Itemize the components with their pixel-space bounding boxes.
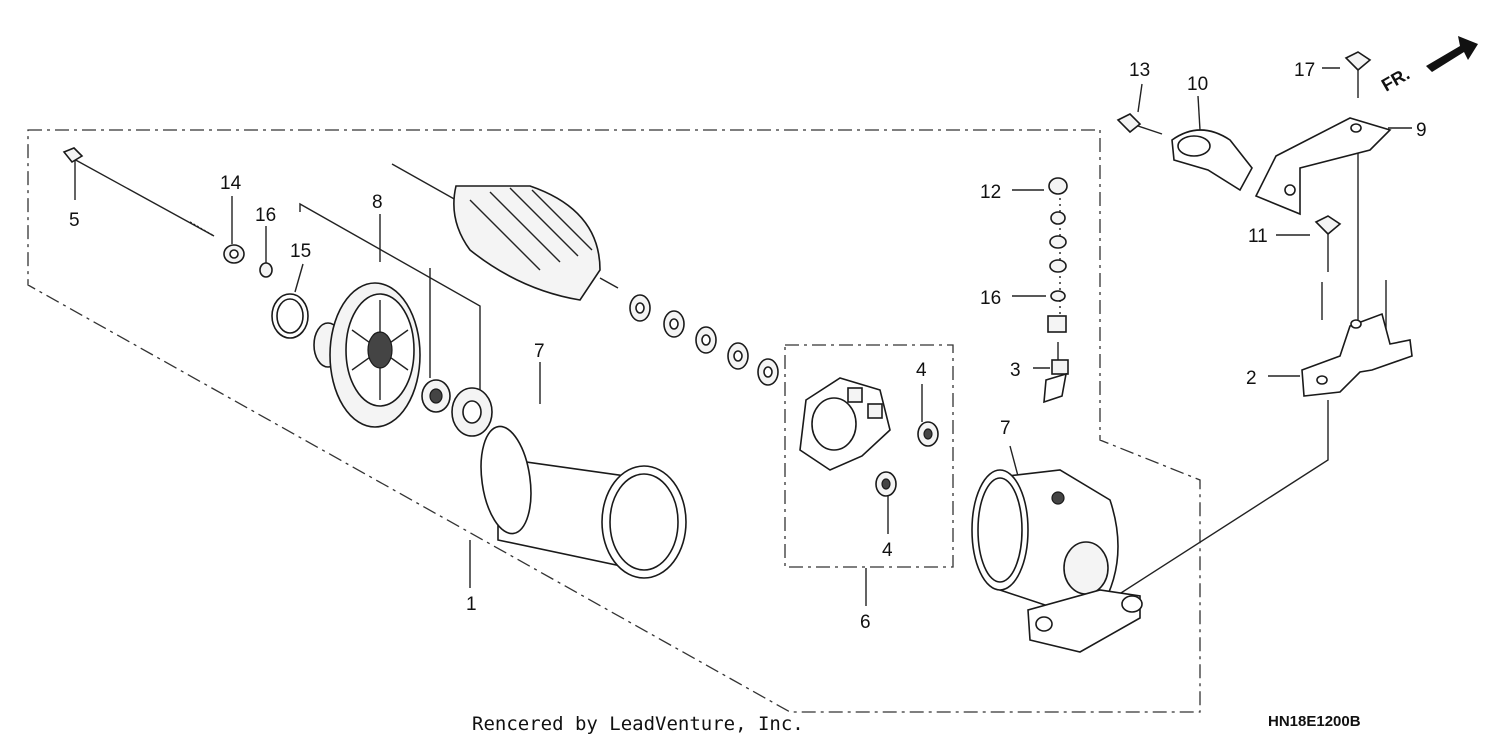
callout-13: 13 (1129, 60, 1150, 81)
callout-9: 9 (1416, 120, 1427, 141)
clamp-and-bolt (1116, 113, 1253, 192)
callout-8: 8 (372, 192, 383, 213)
assembly-outline (27, 129, 1201, 713)
callout-numbers: 1 2 3 4 4 5 6 7 7 8 9 10 11 12 13 14 15 … (69, 60, 1427, 633)
callout-2: 2 (1246, 368, 1257, 389)
armature (391, 163, 619, 301)
callout-12: 12 (980, 182, 1001, 203)
callout-3: 3 (1010, 360, 1021, 381)
callout-1: 1 (466, 594, 477, 615)
terminal-hardware (1043, 177, 1069, 404)
bearings (421, 379, 493, 437)
credit-text: Rencered by LeadVenture, Inc. (472, 713, 804, 735)
brush-holder (799, 377, 891, 471)
small-washers (223, 244, 309, 339)
leader-lines (74, 67, 1412, 606)
callout-11: 11 (1248, 226, 1268, 247)
callout-17: 17 (1294, 60, 1315, 81)
spacer-washers (629, 294, 779, 386)
callout-4-lower: 4 (882, 540, 893, 561)
callout-10: 10 (1187, 74, 1208, 95)
brush-springs (875, 421, 939, 497)
callout-16-left: 16 (255, 205, 276, 226)
callout-7-right: 7 (1000, 418, 1011, 439)
diagram-code: HN18E1200B (1268, 713, 1361, 730)
lower-bracket (1301, 312, 1413, 397)
callout-5: 5 (69, 210, 80, 231)
rear-end-cover (313, 282, 421, 428)
through-bolt (62, 147, 215, 237)
direction-label: FR. (1378, 64, 1413, 96)
callout-16-right: 16 (980, 288, 1001, 309)
mounting-bolts (1314, 51, 1372, 272)
yoke-housing (480, 425, 687, 579)
front-direction-arrow-icon: FR. (1378, 36, 1478, 95)
callout-15: 15 (290, 241, 311, 262)
callout-14: 14 (220, 173, 242, 194)
upper-bracket (1254, 117, 1392, 216)
front-housing (971, 469, 1143, 653)
callout-7-left: 7 (534, 341, 545, 362)
callout-4-upper: 4 (916, 360, 927, 381)
callout-6: 6 (860, 612, 871, 633)
